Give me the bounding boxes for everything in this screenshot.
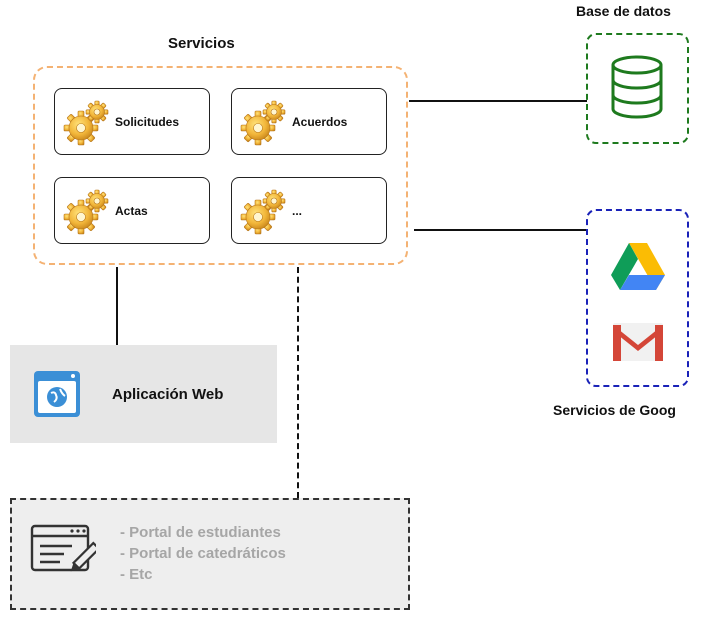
form-edit-icon [30, 524, 96, 572]
service-card-actas[interactable]: Actas [54, 177, 210, 244]
database-group [586, 33, 689, 144]
gear-icon [63, 98, 111, 146]
service-card-solicitudes[interactable]: Solicitudes [54, 88, 210, 155]
gear-icon [63, 187, 111, 235]
connector-services-database [409, 100, 587, 102]
portal-item: - Portal de catedráticos [120, 545, 286, 562]
connector-services-portals [297, 267, 299, 498]
connector-services-google [414, 229, 587, 231]
portal-item: - Etc [120, 566, 153, 583]
service-card-more[interactable]: ... [231, 177, 387, 244]
services-group [33, 66, 408, 265]
gear-icon [240, 98, 288, 146]
google-services-title: Servicios de Goog [553, 402, 676, 418]
service-card-acuerdos[interactable]: Acuerdos [231, 88, 387, 155]
web-browser-icon [34, 371, 80, 417]
service-label: Actas [115, 203, 148, 218]
connector-services-webapp [116, 267, 118, 345]
database-title: Base de datos [576, 3, 671, 19]
service-label: Acuerdos [292, 114, 348, 129]
web-app-box[interactable]: Aplicación Web [10, 345, 277, 443]
service-label: ... [292, 203, 303, 218]
web-app-label: Aplicación Web [112, 385, 224, 403]
portals-list: - Portal de estudiantes - Portal de cate… [120, 522, 286, 585]
services-title: Servicios [168, 35, 235, 52]
portal-item: - Portal de estudiantes [120, 524, 281, 541]
database-icon [611, 55, 663, 119]
portals-box[interactable]: - Portal de estudiantes - Portal de cate… [10, 498, 410, 610]
google-services-group [586, 209, 689, 387]
gmail-icon [613, 323, 663, 361]
google-drive-icon [611, 243, 665, 290]
service-label: Solicitudes [115, 114, 180, 129]
gear-icon [240, 187, 288, 235]
